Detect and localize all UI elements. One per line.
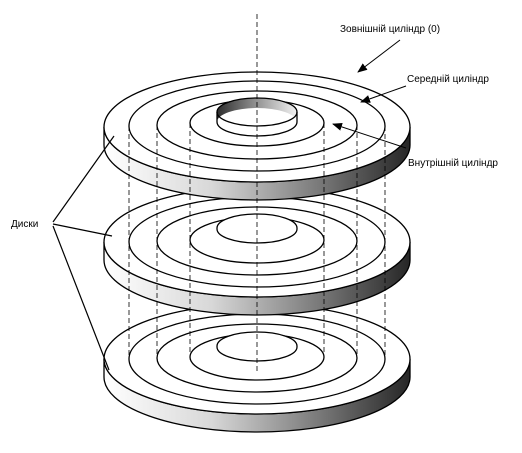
outer-cylinder-arrow [357, 39, 401, 73]
outer-cylinder-label: Зовнішній циліндр (0) [340, 24, 440, 35]
center-hole-wall [217, 98, 297, 122]
cylinder-guides [128, 14, 386, 372]
middle-cylinder-label: Середній циліндр [407, 74, 489, 85]
inner-cylinder-arrow [332, 123, 407, 149]
disks-label: Диски [11, 219, 38, 230]
label-arrows [332, 39, 407, 149]
middle-cylinder-arrow [360, 85, 407, 103]
center-hole [216, 213, 298, 244]
inner-cylinder-label: Внутрішній циліндр [408, 158, 498, 169]
disks-leader-lines [52, 135, 115, 371]
